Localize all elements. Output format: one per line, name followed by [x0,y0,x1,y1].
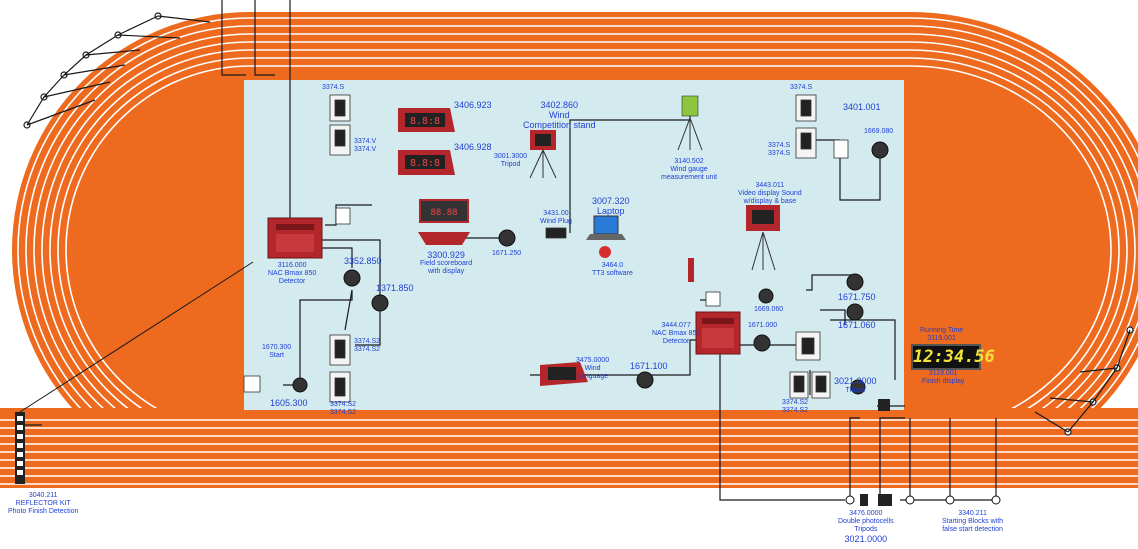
label-cam-top: 3374.S [322,84,345,91]
main-unit-left [267,217,323,259]
label-display-2: 3406.928 [454,142,492,152]
camera-box-top [329,94,351,156]
cable-reels [292,141,889,395]
laptop [586,215,626,258]
red-display-1: 8.8:8 [398,108,455,132]
tripod-camera [529,130,557,179]
running-time-display: 12:34.56 [911,344,995,370]
camera-box-right-top [795,94,817,159]
wind-gauge-tripod [677,95,703,151]
label-reel-1671-060: 1671.060 [838,320,876,330]
red-display-2: 8.8:8 [398,150,455,175]
label-reel-3352: 3352.850 [344,256,382,266]
label-reel-1671: 1671.250 [492,250,522,257]
curve-sensors-left [23,12,211,129]
label-reel-3401: 3401.001 [843,102,881,112]
field-scoreboard: 88.88 [418,199,470,245]
svg-text:88.88: 88.88 [430,208,457,218]
bottom-sensors [845,399,1001,506]
label-reel-1371: 1371.850 [376,283,414,293]
camera-box-br [789,331,831,399]
label-display-1: 3406.923 [454,100,492,110]
small-switch-boxes [243,139,849,393]
label-reel-1669-060: 1669.060 [754,306,784,313]
straight-lane-lines [0,419,1138,485]
infield [244,80,904,410]
diagonal-cable [19,261,254,413]
label-reel-1671-100: 1671.100 [630,361,668,371]
curve-sensors-right [1034,326,1134,436]
label-reel-1671-000: 1671.000 [748,322,778,329]
wind-display [540,362,588,386]
label-reel-1671-750: 1671.750 [838,292,876,302]
red-scoreboard-tripod [746,205,780,271]
svg-text:8.8:8: 8.8:8 [410,158,440,169]
label-reel-1605: 1605.300 [270,398,308,408]
label-reel-1669: 1669.080 [864,128,894,135]
camera-box-bl [329,334,351,403]
photocell-stack-left [15,412,25,484]
svg-text:8.8:8: 8.8:8 [410,116,440,127]
main-unit-right [688,258,741,355]
label-right-cam: 3374.S [790,84,813,91]
